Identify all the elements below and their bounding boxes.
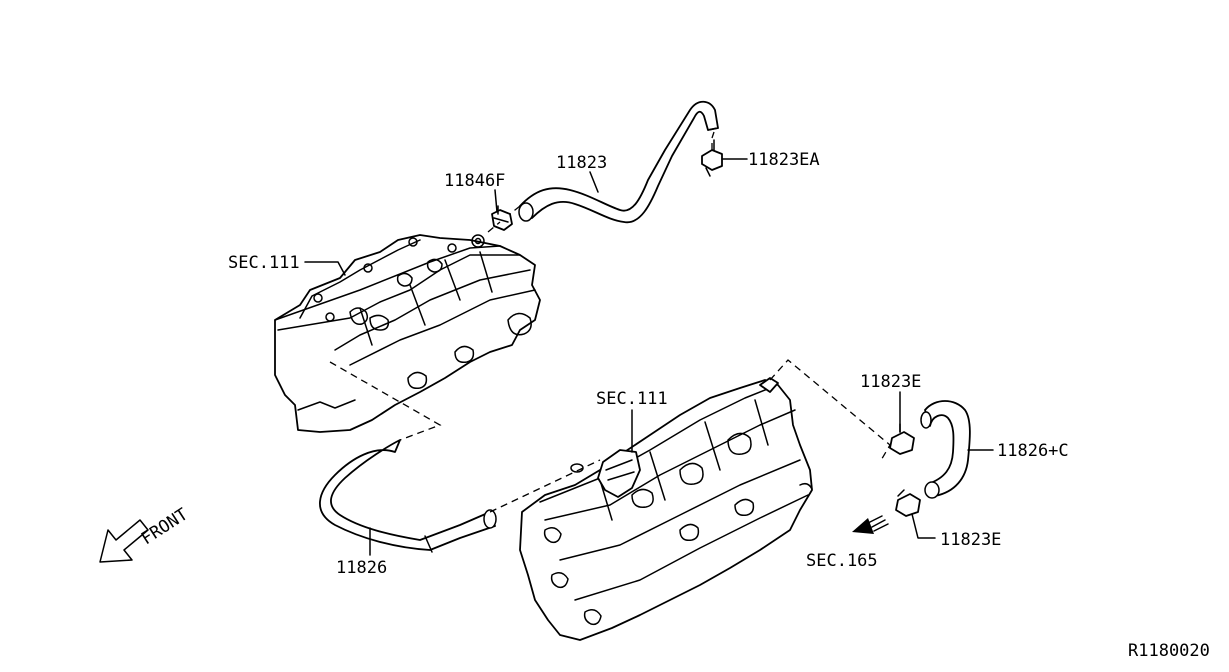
sec165-arrow bbox=[852, 515, 889, 534]
leader-lines bbox=[304, 158, 994, 556]
label-sec111-lower: SEC.111 bbox=[596, 389, 668, 409]
clamp-11823E-bottom bbox=[895, 489, 921, 517]
label-11846F: 11846F bbox=[444, 171, 505, 191]
hose-11823 bbox=[518, 100, 719, 223]
dashed-guides bbox=[329, 131, 891, 513]
label-11823EA: 11823EA bbox=[748, 150, 820, 170]
upper-cylinder-head bbox=[274, 234, 541, 433]
diagram-code: R1180020 bbox=[1128, 641, 1210, 661]
label-front: FRONT bbox=[138, 505, 192, 550]
lower-cylinder-head bbox=[519, 377, 813, 641]
label-11823E-bottom: 11823E bbox=[940, 530, 1001, 550]
label-11823: 11823 bbox=[556, 153, 607, 173]
label-sec165: SEC.165 bbox=[806, 551, 878, 571]
label-11823E-top: 11823E bbox=[860, 372, 921, 392]
label-11826C: 11826+C bbox=[997, 441, 1069, 461]
clamp-11823E-top bbox=[889, 423, 915, 455]
label-11826: 11826 bbox=[336, 558, 387, 578]
label-sec111-upper: SEC.111 bbox=[228, 253, 300, 273]
hose-11826C bbox=[920, 400, 971, 499]
front-arrow bbox=[99, 519, 149, 563]
hose-11826 bbox=[319, 439, 497, 553]
connector-11846F bbox=[491, 205, 513, 231]
